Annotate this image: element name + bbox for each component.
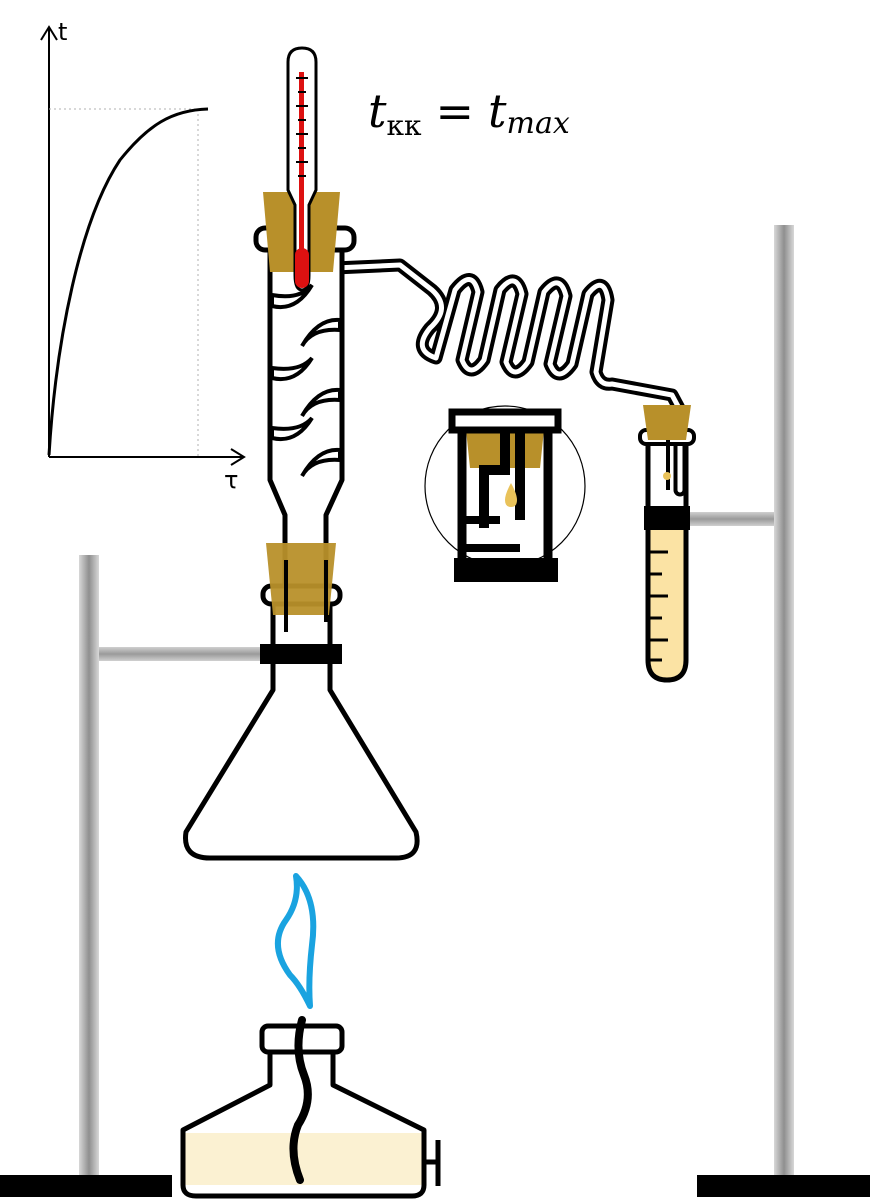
thermometer-scale (296, 77, 308, 177)
zoom-inset (424, 405, 586, 582)
zoom-inlet-tube (479, 430, 525, 528)
zoom-drop (505, 483, 517, 507)
receiver-test-tube (638, 405, 696, 683)
left-stand-rod (79, 555, 99, 1180)
x-axis-label: τ (224, 466, 238, 494)
burner-flame (275, 873, 317, 1009)
right-stand-base (697, 1175, 870, 1197)
lamp-fuel (183, 1133, 424, 1185)
formula: tкк=tmax (368, 84, 570, 142)
formula-sub-max: max (507, 106, 570, 141)
receiver-scale (650, 550, 668, 662)
column-indent-1 (270, 283, 314, 309)
heating-curve (47, 107, 209, 456)
conical-flask (183, 543, 420, 861)
thermometer (286, 46, 318, 292)
coil-condenser (328, 258, 687, 497)
temperature-time-graph: t τ (40, 18, 246, 494)
y-axis-arrow (40, 25, 58, 41)
left-stand (0, 555, 264, 1197)
zoom-tube-walls (457, 428, 553, 558)
left-stand-clamp-arm (99, 647, 264, 661)
spirit-lamp (180, 1016, 441, 1199)
y-axis-label: t (58, 18, 67, 46)
zoom-inner-lines (462, 516, 520, 552)
column-indent-6 (300, 447, 342, 478)
receiver-clamp (644, 506, 690, 530)
left-stand-base (0, 1175, 172, 1197)
right-stand-clamp-arm (690, 512, 774, 526)
column-indent-5 (270, 416, 314, 441)
formula-t-rhs: t (488, 84, 507, 138)
flask-clamp (260, 644, 342, 664)
formula-sub-kk: кк (387, 109, 423, 142)
zoom-clamp (454, 558, 558, 582)
formula-t: t (368, 84, 387, 138)
receiver-drop (663, 472, 671, 480)
right-stand (690, 225, 870, 1197)
x-axis-arrow (230, 448, 246, 466)
column-indent-4 (300, 387, 342, 418)
formula-equals: = (436, 84, 475, 138)
lamp-wick (289, 1016, 312, 1184)
receiver-cork (643, 405, 691, 440)
column-indent-2 (300, 317, 342, 348)
column-indent-3 (270, 356, 314, 381)
zoom-rim (448, 408, 562, 434)
thermometer-mercury-column (299, 72, 304, 262)
flask-cork (266, 543, 336, 615)
right-stand-rod (774, 225, 794, 1180)
thermometer-bulb (295, 248, 309, 288)
